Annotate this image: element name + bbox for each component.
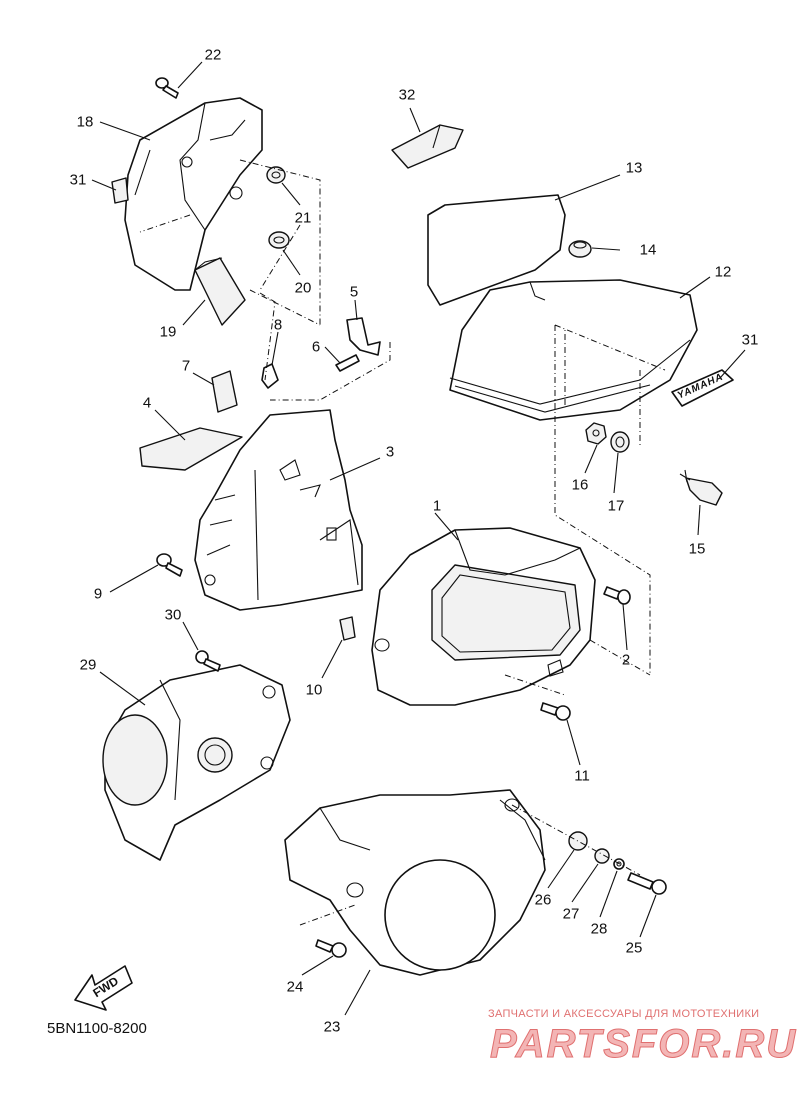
bracket-3 [194,409,363,611]
callout-8: 8 [273,316,283,334]
callout-6: 6 [311,338,321,356]
plate-32-icon [391,124,464,169]
pad-7-icon [211,370,238,413]
grommet-26-icon [568,831,588,851]
bolt-24-icon [315,939,347,958]
bolt-9-icon [156,553,183,577]
leader-lines [91,61,746,1016]
watermark-caption: ЗАПЧАСТИ И АКСЕССУАРЫ ДЛЯ МОТОТЕХНИКИ [488,1008,760,1020]
callout-14: 14 [639,241,657,259]
callout-31-right: 31 [741,331,759,349]
side-cover-right [449,279,698,421]
callout-9: 9 [93,585,103,603]
damper-19-icon [194,257,246,326]
callout-2: 2 [621,651,631,669]
callout-24: 24 [286,978,304,996]
bolt-30-icon [195,650,221,672]
fwd-arrow-icon [74,965,133,1011]
diagram-code: 5BN1100-8200 [47,1020,147,1037]
callout-26: 26 [534,891,552,909]
callout-16: 16 [571,476,589,494]
callout-3: 3 [385,443,395,461]
callout-10: 10 [305,681,323,699]
nut-16-icon [585,422,607,445]
grommet-21-icon [266,166,286,184]
watermark-logo: PARTSFOR.RU [489,1022,798,1067]
bracket-5-icon [346,317,381,356]
callout-23: 23 [323,1018,341,1036]
callout-28: 28 [590,920,608,938]
grommet-14-icon [568,240,592,258]
callout-1: 1 [432,497,442,515]
callout-32: 32 [398,86,416,104]
sheet-4-icon [139,427,243,471]
callout-25: 25 [625,939,643,957]
duct-cover-1 [371,527,596,706]
lock-15-icon [679,469,723,506]
callout-31-left: 31 [69,171,87,189]
callout-13: 13 [625,159,643,177]
callout-15: 15 [688,540,706,558]
emblem-31-left-icon [111,177,129,204]
bolt-11-icon [540,702,571,721]
screw-6-icon [335,354,360,372]
callout-5: 5 [349,283,359,301]
callout-29: 29 [79,656,97,674]
callout-17: 17 [607,497,625,515]
callout-20: 20 [294,279,312,297]
callout-18: 18 [76,113,94,131]
callout-19: 19 [159,323,177,341]
callout-12: 12 [714,263,732,281]
emblem-31-icon [671,369,734,407]
callout-21: 21 [294,209,312,227]
bolt-22-icon [155,77,179,99]
callout-7: 7 [181,357,191,375]
callout-4: 4 [142,394,152,412]
bolt-25-icon [627,872,667,895]
callout-22: 22 [204,46,222,64]
clip-8-icon [261,363,279,389]
side-cover-left [124,97,263,291]
callout-30: 30 [164,606,182,624]
sheet-13-icon [427,194,566,306]
callout-11: 11 [574,767,590,785]
callout-27: 27 [562,905,580,923]
collar-27-icon [594,848,610,864]
bolt-2-icon [603,586,631,605]
sprocket-cover-29 [102,664,291,861]
clip-10-icon [339,616,356,641]
collar-17-icon [610,431,630,453]
grommet-20-icon [268,231,290,249]
engine-cover-23 [284,789,546,976]
